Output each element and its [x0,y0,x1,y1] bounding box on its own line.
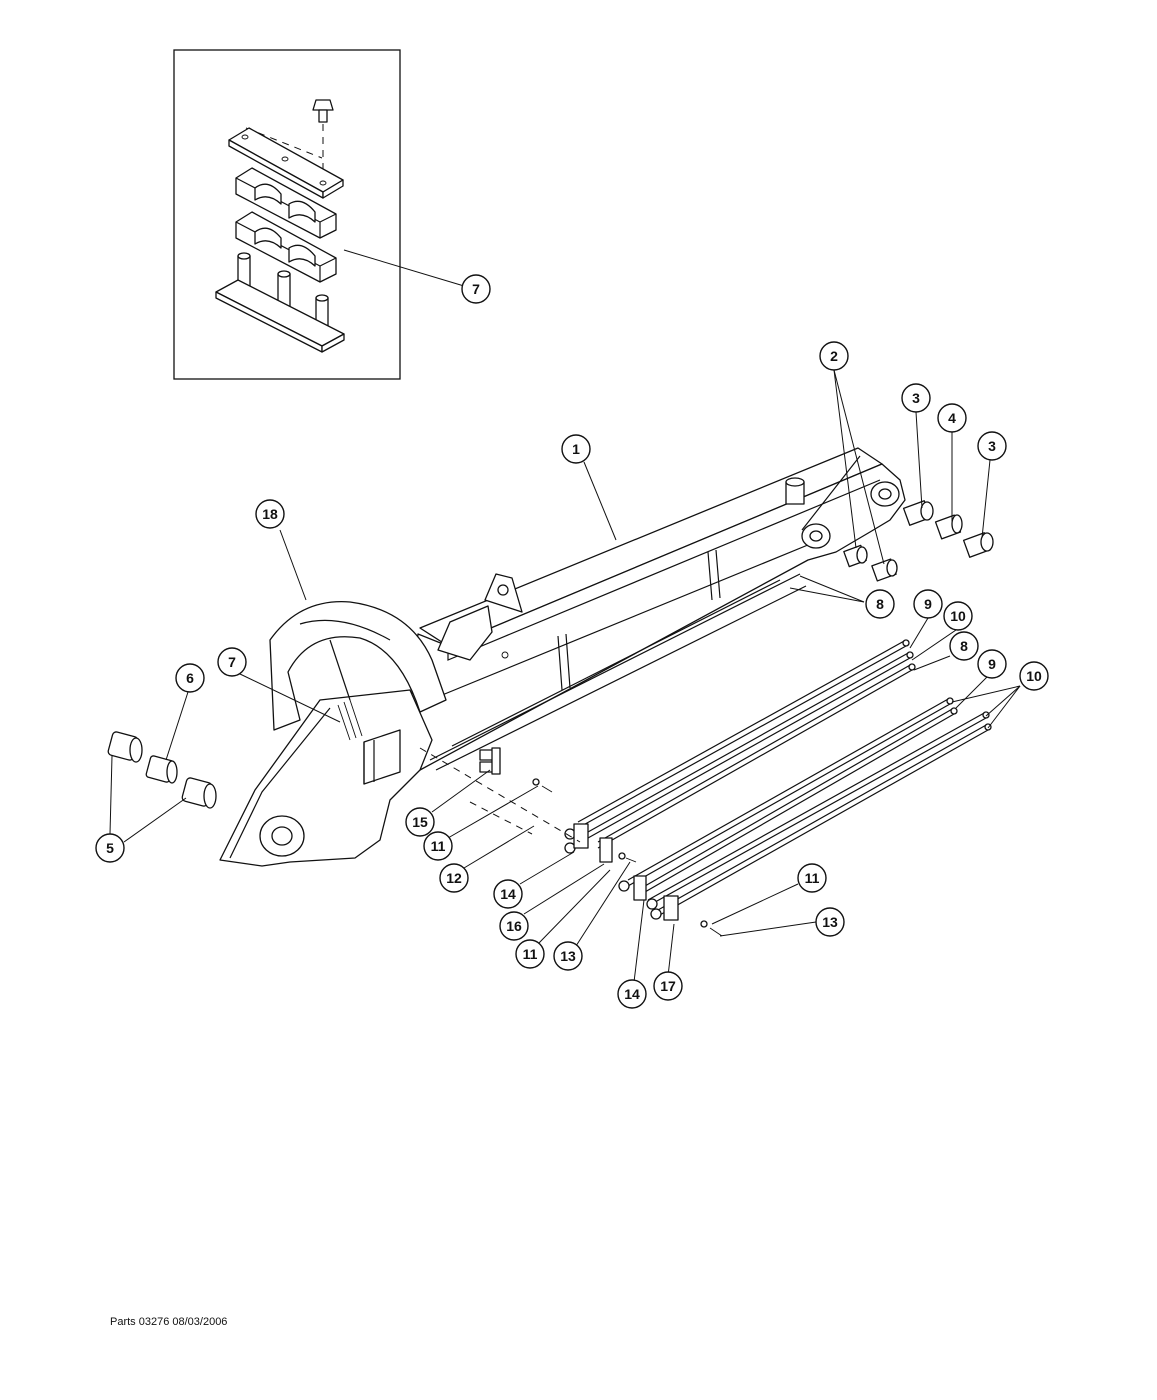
fitting-group-15 [479,747,501,775]
clamp-detail-inset [173,49,401,380]
callout-10-upper: 10 [943,601,973,631]
bushing-2-upper [871,558,898,582]
boom-guard-hoop [269,601,447,731]
svg-text:8: 8 [876,596,884,612]
boom-stop-block [437,605,493,661]
callout-15: 15 [405,807,435,837]
boom-foot [219,689,433,867]
bushing-2-lower [843,544,868,568]
bushing-3-b [962,532,994,558]
svg-text:14: 14 [624,986,640,1002]
callout-3-left: 3 [901,383,931,413]
svg-text:13: 13 [822,914,838,930]
svg-text:1: 1 [572,441,580,457]
svg-text:10: 10 [950,608,966,624]
clamp-bolt [312,99,334,123]
svg-text:5: 5 [106,840,114,856]
svg-text:15: 15 [412,814,428,830]
clamp-upper-half [235,167,337,239]
callout-11-right: 11 [797,863,827,893]
callout-8-upper: 8 [865,589,895,619]
callout-9-upper: 9 [913,589,943,619]
svg-text:11: 11 [523,946,538,962]
svg-text:10: 10 [1026,668,1042,684]
hydraulic-tubes [577,639,992,917]
bushing-5-outer [107,731,143,763]
svg-text:9: 9 [988,656,996,672]
tube-set-lower [627,697,992,917]
head-pins-bushings [843,500,994,582]
callout-9-lower: 9 [977,649,1007,679]
svg-text:2: 2 [830,348,838,364]
svg-text:16: 16 [506,918,522,934]
callout-1: 1 [561,434,591,464]
fitting-group-14-upper [564,823,613,863]
clamp-top-plate [228,127,344,199]
boom-foot-plate [219,689,433,867]
boom-clip-bracket-2 [557,633,571,691]
callout-2: 2 [819,341,849,371]
clamp-bottom-plate [215,279,345,353]
callout-7-boom: 7 [217,647,247,677]
callout-11-left: 11 [423,831,453,861]
callout-12: 12 [439,863,469,893]
callout-3-right: 3 [977,431,1007,461]
callout-13-left: 13 [553,941,583,971]
tube-fittings [419,747,723,937]
boom-clip-bracket-1 [707,549,721,601]
callout-16: 16 [499,911,529,941]
tube-set-upper [577,639,916,849]
svg-text:11: 11 [431,838,446,854]
svg-text:7: 7 [228,654,236,670]
svg-text:7: 7 [472,281,480,297]
callout-13-right: 13 [815,907,845,937]
fitting-group-14-lower [618,875,679,921]
callout-4: 4 [937,403,967,433]
svg-text:8: 8 [960,638,968,654]
boom-assembly [356,447,906,838]
svg-text:9: 9 [924,596,932,612]
inset-frame [173,49,401,380]
callout-7-inset: 7 [461,274,491,304]
svg-text:12: 12 [446,870,462,886]
bushing-5-inner [181,777,217,809]
callout-6: 6 [175,663,205,693]
callout-14-left: 14 [493,879,523,909]
svg-text:17: 17 [660,978,676,994]
pin-4 [934,514,963,540]
boom-hydraulic-lines [429,573,807,771]
callout-18: 18 [255,499,285,529]
callout-17: 17 [653,971,683,1001]
callout-10-lower: 10 [1019,661,1049,691]
callout-11-center: 11 [515,939,545,969]
boom-guard [269,601,447,741]
small-bolts [532,778,723,937]
callout-14-right: 14 [617,979,647,1009]
svg-text:4: 4 [948,410,956,426]
callout-8-lower: 8 [949,631,979,661]
clamp-lower-half [235,211,337,283]
foot-pins-bushings [107,731,217,809]
svg-text:13: 13 [560,948,576,964]
svg-text:14: 14 [500,886,516,902]
svg-text:6: 6 [186,670,194,686]
svg-text:11: 11 [805,870,820,886]
footer-reference: Parts 03276 08/03/2006 [110,1316,228,1328]
bushing-3-a [902,500,934,526]
svg-text:18: 18 [262,506,278,522]
svg-text:3: 3 [912,390,920,406]
callout-5: 5 [95,833,125,863]
leader-lines [109,249,1021,983]
svg-text:3: 3 [988,438,996,454]
pin-6 [145,755,178,784]
